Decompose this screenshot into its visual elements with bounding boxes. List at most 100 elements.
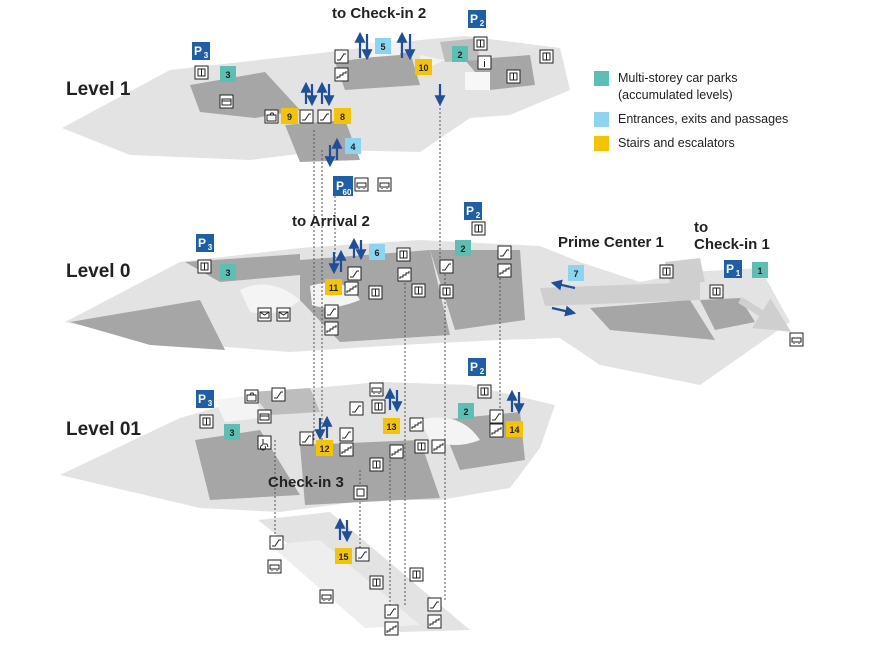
legend-swatch-stairs [594,136,609,151]
stairs-icon [334,67,349,82]
svg-text:8: 8 [340,112,345,122]
svg-text:2: 2 [480,367,485,376]
carpark-badge: 2 [452,46,468,62]
legend-item-entrances: Entrances, exits and passages [594,111,844,128]
carpark-badge: 3 [220,264,236,280]
svg-text:15: 15 [338,552,348,562]
stairs-badge: 9 [281,108,298,124]
escalator-icon [384,604,399,619]
to-checkin2-heading: to Check-in 2 [332,5,426,22]
stairs-badge: 15 [335,548,352,564]
wheelchair-icon [257,435,272,451]
camera-icon [244,389,259,404]
parking-sign-icon: P60 [333,176,353,197]
escalator-icon [349,401,364,416]
elevator-icon [659,264,674,279]
svg-text:13: 13 [386,422,396,432]
stairs-badge: 8 [334,108,351,124]
escalator-icon [355,547,370,562]
stairs-icon [344,281,359,296]
info-icon [477,55,492,70]
escalator-icon [339,427,354,442]
atm-icon [257,409,272,424]
svg-text:3: 3 [229,428,234,438]
elevator-icon [368,285,383,300]
svg-text:11: 11 [329,283,339,293]
level1-label: Level 1 [66,79,131,100]
entrance-badge: 5 [375,38,391,54]
svg-text:P: P [470,360,478,374]
escalator-icon [497,245,512,260]
elevator-icon [371,399,386,414]
elevator-icon [409,567,424,582]
stairs-badge: 14 [506,421,523,437]
checkin1-heading: Check-in 1 [694,236,770,253]
to-arrival2-heading: to Arrival 2 [292,213,370,230]
elevator-icon [369,457,384,472]
atm-icon [219,94,234,109]
elevator-icon [369,575,384,590]
escalator-icon [334,49,349,64]
escalator-icon [324,304,339,319]
svg-text:2: 2 [480,19,485,28]
elevator-icon [396,247,411,262]
direction-arrows [300,31,577,543]
svg-text:3: 3 [225,70,230,80]
elevator-icon [199,414,214,429]
escalator-icon [427,597,442,612]
escalator-icon [439,259,454,274]
svg-text:P: P [336,179,344,193]
to-heading: to [694,219,708,236]
train-icon [369,382,384,397]
elevator-icon [473,36,488,51]
legend-item-carparks: Multi-storey car parks (accumulated leve… [594,70,844,104]
stairs-icon [384,621,399,636]
svg-text:2: 2 [476,211,481,220]
map-legend: Multi-storey car parks (accumulated leve… [594,70,844,159]
svg-text:14: 14 [509,425,519,435]
svg-text:9: 9 [287,112,292,122]
mailbox-icon [276,307,291,322]
entrance-badge: 4 [345,138,361,154]
svg-text:10: 10 [418,63,428,73]
stairs-icon [324,321,339,336]
camera-icon [264,109,279,124]
elevator-icon [709,284,724,299]
svg-text:60: 60 [343,188,352,197]
train-icon [377,177,392,192]
parking-sign-icon [353,485,368,500]
svg-text:P: P [470,12,478,26]
svg-text:12: 12 [319,444,329,454]
taxi-icon [789,332,804,347]
svg-text:P: P [198,392,206,406]
legend-label-carparks: Multi-storey car parks (accumulated leve… [618,71,738,102]
stairs-badge: 10 [415,59,432,75]
mailbox-icon [257,307,272,322]
elevator-icon [197,259,212,274]
escalator-icon [299,109,314,124]
entrance-badge: 6 [369,244,385,260]
elevator-icon [506,69,521,84]
stairs-badge: 13 [383,418,400,434]
checkin3-heading: Check-in 3 [268,474,344,491]
stairs-icon [431,439,446,454]
svg-text:2: 2 [457,50,462,60]
stairs-icon [489,423,504,438]
level01-label: Level 01 [66,419,141,440]
entrance-badge: 7 [568,265,584,281]
svg-text:4: 4 [350,142,355,152]
elevator-icon [411,283,426,298]
carpark-badge: 3 [220,66,236,82]
escalator-icon [271,387,286,402]
taxi-icon [267,559,282,574]
bus-icon [354,177,369,192]
escalator-icon [347,266,362,281]
level0-floor [65,240,791,385]
